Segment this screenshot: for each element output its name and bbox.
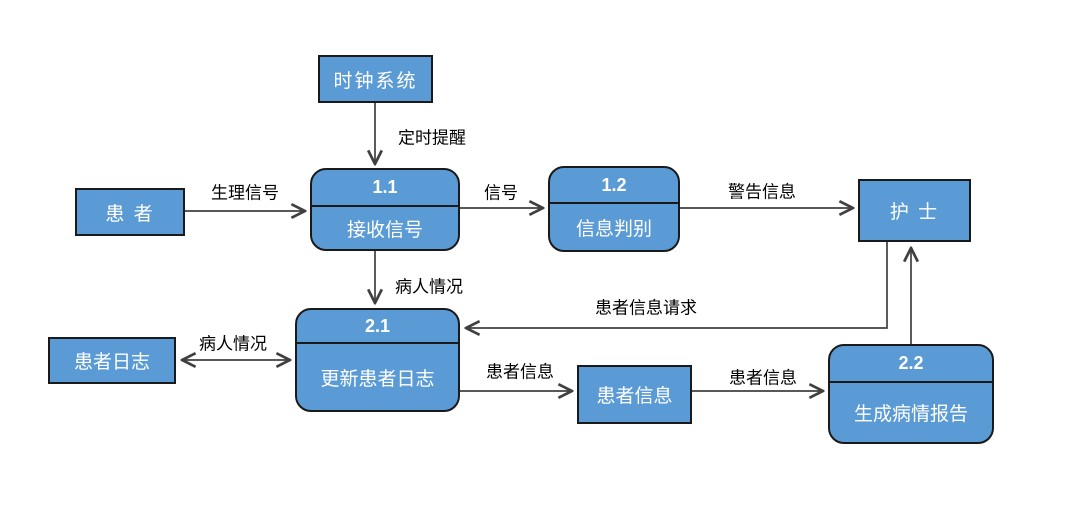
process-1-1-label: 接收信号 — [346, 219, 423, 241]
process-1-2-label: 信息判别 — [575, 218, 652, 240]
process-1-2-discriminate-info: 1.2 信息判别 — [548, 166, 680, 252]
store-patient-info: 患者信息 — [577, 365, 692, 424]
flow-label-patient-condition-down: 病人情况 — [395, 277, 463, 297]
store-patient-log-label: 患者日志 — [73, 352, 150, 373]
process-1-1-receive-signal: 1.1 接收信号 — [310, 168, 460, 251]
flow-label-patient-condition-log: 病人情况 — [199, 334, 267, 354]
flow-label-physiological-signal: 生理信号 — [211, 183, 279, 203]
process-2-2-generate-report: 2.2 生成病情报告 — [828, 344, 994, 444]
entity-clock-system: 时钟系统 — [318, 55, 433, 103]
process-1-1-id: 1.1 — [312, 170, 458, 207]
process-2-2-label: 生成病情报告 — [853, 404, 968, 425]
process-1-2-id: 1.2 — [550, 168, 678, 204]
flow-label-signal: 信号 — [484, 183, 518, 203]
entity-nurse-label: 护 士 — [889, 202, 940, 223]
entity-patient: 患 者 — [75, 188, 185, 236]
process-2-1-id: 2.1 — [297, 310, 458, 344]
flow-label-warning-info: 警告信息 — [728, 182, 796, 202]
process-2-1-update-patient-log: 2.1 更新患者日志 — [295, 308, 460, 412]
entity-patient-label: 患 者 — [105, 203, 155, 225]
entity-nurse: 护 士 — [858, 179, 971, 242]
flow-label-timed-reminder: 定时提醒 — [398, 128, 466, 148]
process-2-2-id: 2.2 — [830, 346, 992, 383]
store-patient-log: 患者日志 — [48, 337, 176, 384]
store-patient-info-label: 患者信息 — [596, 386, 673, 407]
flow-label-patient-info-request: 患者信息请求 — [595, 298, 697, 318]
flow-label-patient-info-to-store: 患者信息 — [486, 362, 554, 382]
process-2-1-label: 更新患者日志 — [320, 368, 435, 390]
flow-label-patient-info-to-report: 患者信息 — [729, 368, 797, 388]
entity-clock-label: 时钟系统 — [333, 70, 418, 92]
